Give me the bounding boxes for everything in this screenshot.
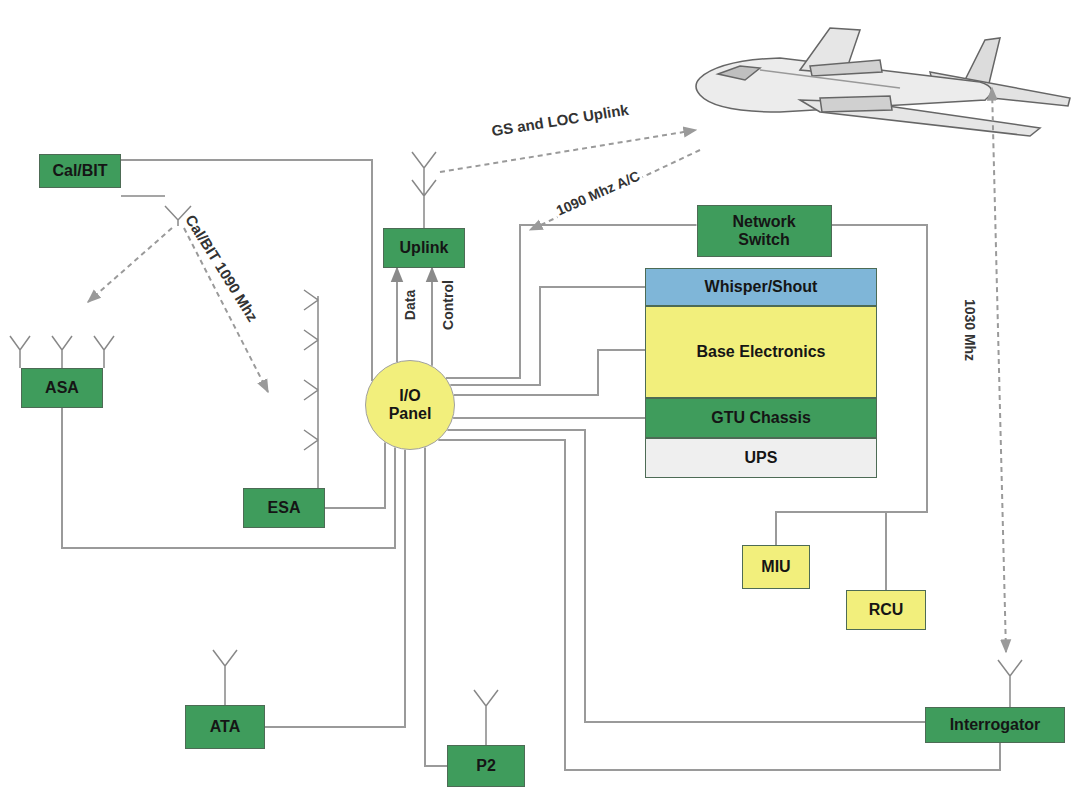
connector-line bbox=[62, 408, 395, 548]
node-label: UPS bbox=[745, 449, 778, 467]
edge-label: Control bbox=[440, 278, 456, 332]
signal-label: GS and LOC Uplink bbox=[488, 100, 631, 139]
antenna-symbols bbox=[10, 152, 1022, 745]
connector-line bbox=[450, 287, 645, 385]
connector-line bbox=[431, 268, 433, 366]
component-box: Network Switch bbox=[697, 205, 832, 257]
airplane bbox=[696, 28, 1070, 136]
node-label: Network Switch bbox=[714, 213, 814, 250]
node-label: Uplink bbox=[400, 239, 449, 257]
component-box: ESA bbox=[243, 488, 325, 528]
connector-line bbox=[425, 447, 447, 766]
connector-line bbox=[325, 442, 385, 508]
connector-line bbox=[121, 160, 372, 381]
component-box: ASA bbox=[21, 368, 103, 408]
node-label: ASA bbox=[45, 379, 79, 397]
unit-box: MIU bbox=[742, 545, 810, 589]
signal-label: 1030 Mhz bbox=[962, 297, 978, 363]
node-label: Base Electronics bbox=[697, 343, 826, 361]
edge-label: Data bbox=[402, 288, 418, 322]
node-label: Interrogator bbox=[950, 716, 1041, 734]
node-label: Whisper/Shout bbox=[705, 278, 818, 296]
rack-band: Whisper/Shout bbox=[645, 268, 877, 306]
rack-band: Base Electronics bbox=[645, 306, 877, 398]
connector-line bbox=[438, 440, 1000, 770]
panel-circle: I/O Panel bbox=[365, 360, 455, 450]
connector-line bbox=[447, 430, 925, 722]
component-box: ATA bbox=[185, 705, 265, 749]
node-label: GTU Chassis bbox=[711, 409, 811, 427]
connector-line bbox=[454, 350, 645, 395]
signal-arrows bbox=[88, 88, 1006, 652]
node-label: MIU bbox=[761, 558, 790, 576]
component-box: Uplink bbox=[383, 228, 465, 268]
component-box: Interrogator bbox=[925, 707, 1065, 743]
component-box: P2 bbox=[447, 745, 525, 787]
unit-box: RCU bbox=[846, 590, 926, 630]
node-label: I/O Panel bbox=[379, 387, 441, 424]
node-label: Cal/BIT bbox=[52, 162, 107, 180]
rack-band: UPS bbox=[645, 438, 877, 478]
component-box: Cal/BIT bbox=[39, 154, 121, 188]
node-label: P2 bbox=[476, 757, 496, 775]
rack-band: GTU Chassis bbox=[645, 398, 877, 438]
signal-label: Cal/BIT 1090 Mhz bbox=[181, 210, 262, 326]
connector-line bbox=[396, 268, 398, 362]
signal-label: 1090 Mhz A/C bbox=[552, 167, 644, 220]
connector-line bbox=[453, 417, 645, 419]
node-label: ESA bbox=[268, 499, 301, 517]
node-label: ATA bbox=[210, 718, 241, 736]
node-label: RCU bbox=[869, 601, 904, 619]
